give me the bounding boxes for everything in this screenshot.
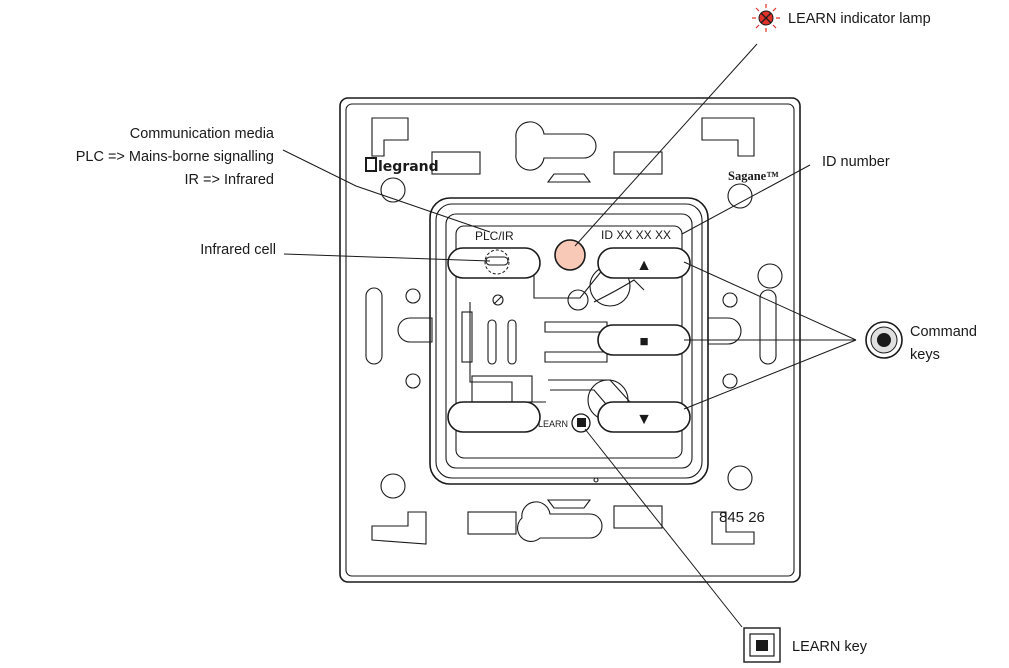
- learn-key-icon: [743, 627, 781, 663]
- callout-learn-lamp: LEARN indicator lamp: [788, 11, 931, 27]
- learn-label: LEARN: [538, 419, 568, 429]
- mounting-plate: [339, 97, 801, 583]
- down-arrow-icon: ▼: [636, 411, 652, 428]
- svg-text:Command: Command: [910, 324, 977, 340]
- callout-infrared-cell: Infrared cell: [200, 242, 276, 258]
- leader-lines: [282, 43, 857, 628]
- stop-square-icon: ■: [639, 333, 648, 350]
- id-label: ID XX XX XX: [601, 228, 671, 242]
- learn-indicator-lamp: [554, 239, 586, 271]
- callout-communication-media: Communication media PLC => Mains-borne s…: [76, 126, 275, 188]
- left-lower-key: [447, 401, 541, 433]
- product-line: Sagane™: [728, 169, 779, 183]
- svg-text:PLC => Mains-borne signalling: PLC => Mains-borne signalling: [76, 149, 274, 165]
- svg-text:legrand: legrand: [378, 159, 439, 175]
- svg-text:IR => Infrared: IR => Infrared: [185, 172, 274, 188]
- legrand-logo: legrand: [365, 157, 439, 175]
- callout-id-number: ID number: [822, 154, 890, 170]
- up-arrow-icon: ▲: [636, 257, 652, 274]
- learn-key-device[interactable]: LEARN: [538, 413, 591, 433]
- stop-key[interactable]: ■: [597, 324, 691, 356]
- svg-text:Communication media: Communication media: [130, 126, 275, 142]
- command-key-icon: [865, 321, 903, 359]
- callout-command-keys: Command keys: [910, 324, 977, 363]
- reference-number: 845 26: [719, 509, 765, 526]
- lamp-indicator-icon: [752, 4, 780, 32]
- down-key[interactable]: ▼: [597, 401, 691, 433]
- media-label: PLC/IR: [475, 229, 514, 243]
- svg-text:keys: keys: [910, 347, 940, 363]
- infrared-window: [447, 247, 541, 279]
- callout-learn-key: LEARN key: [792, 639, 868, 655]
- up-key[interactable]: ▲: [597, 247, 691, 279]
